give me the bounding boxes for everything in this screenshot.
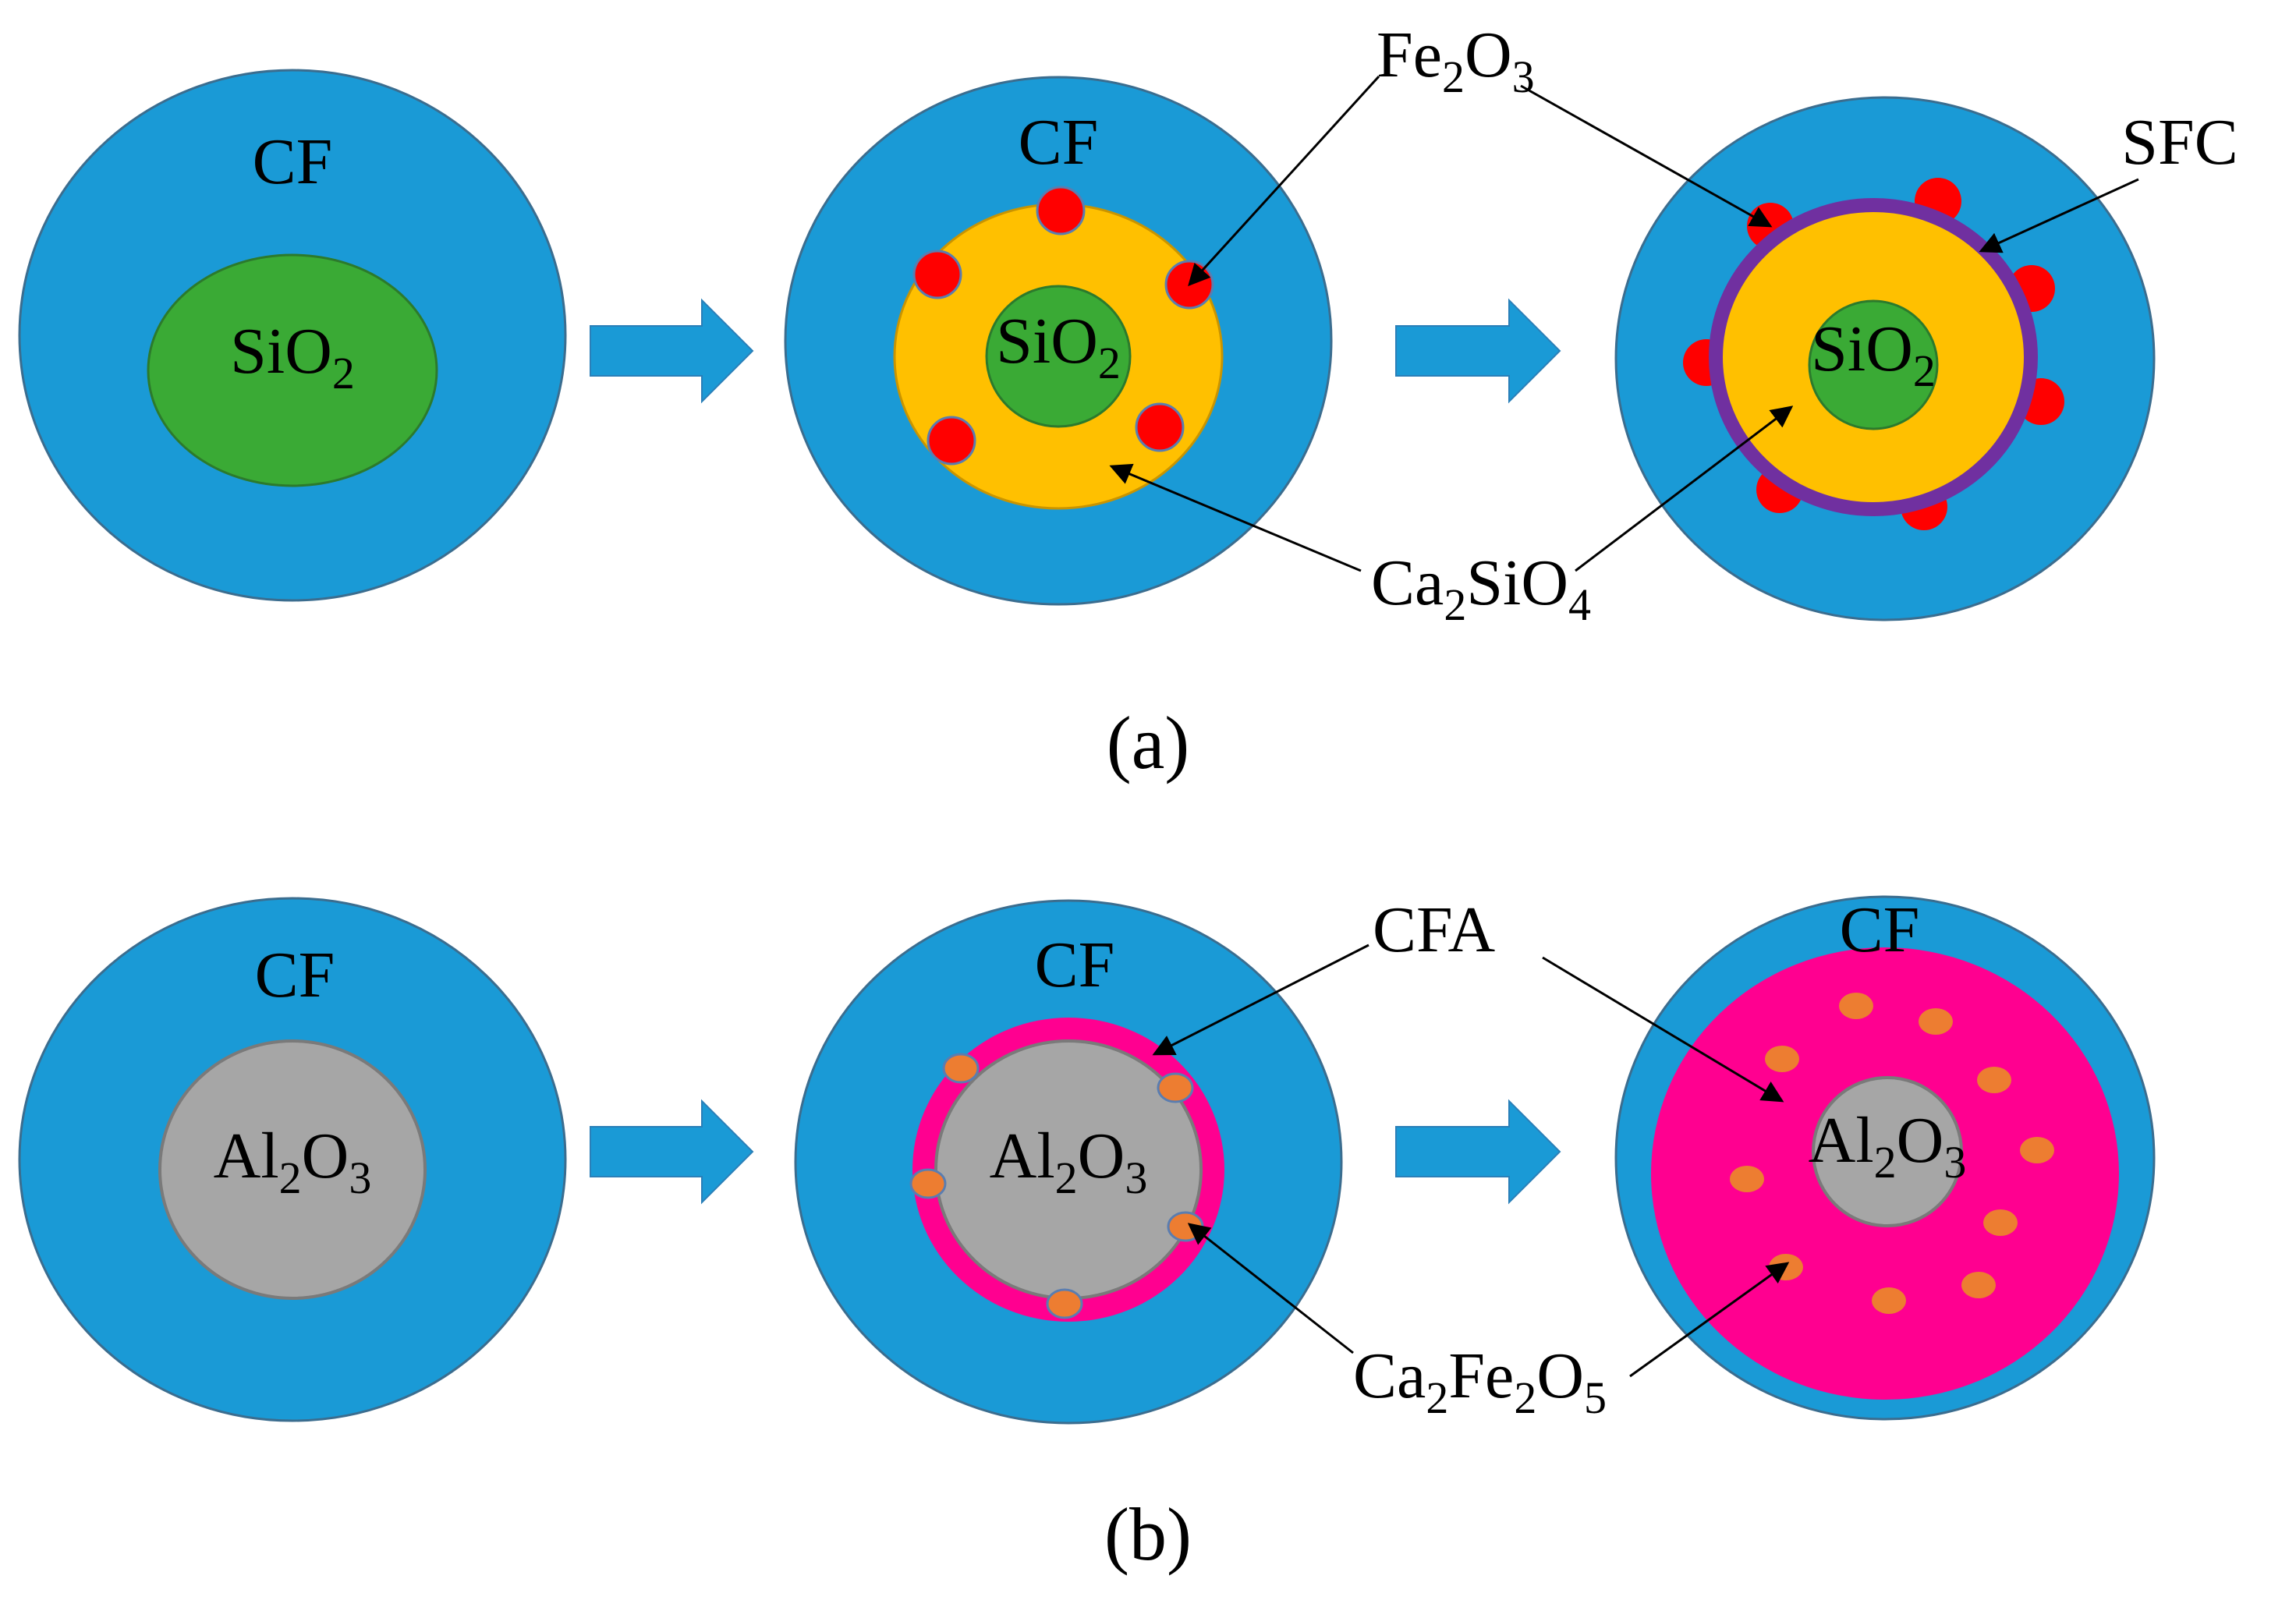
ca2sio4-leader bbox=[1109, 463, 1362, 572]
ca2fe2o5-particle bbox=[909, 1168, 947, 1199]
fe2o3-leader bbox=[1520, 84, 1773, 228]
sio2-core bbox=[147, 253, 438, 487]
al2o3-core bbox=[1812, 1076, 1963, 1227]
ca2fe2o5-particle bbox=[1961, 1272, 1996, 1298]
cfa-leader bbox=[1542, 956, 1784, 1103]
ca2fe2o5-particle bbox=[1839, 993, 1873, 1019]
process-arrow bbox=[590, 298, 754, 404]
sfc-layer bbox=[1709, 198, 2038, 516]
ca2fe2o5-particle bbox=[1919, 1008, 1953, 1035]
ca2fe2o5-particle bbox=[1977, 1067, 2011, 1093]
sio2-label: SiO2 bbox=[996, 305, 1121, 388]
cf-label: CF bbox=[253, 126, 333, 198]
cf-label: CF bbox=[1840, 894, 1920, 966]
al2o3-label: Al2O3 bbox=[990, 1120, 1148, 1203]
fe2o3-particle bbox=[1036, 186, 1086, 235]
ca2fe2o5-particle bbox=[1730, 1166, 1764, 1192]
panel-a: CF SiO2 CF SiO2 bbox=[18, 19, 2238, 784]
process-arrow bbox=[590, 1099, 754, 1205]
al2o3-label: Al2O3 bbox=[1809, 1104, 1967, 1188]
fe2o3-particle bbox=[927, 416, 976, 466]
sio2-core bbox=[985, 285, 1132, 428]
ca2sio4-leader bbox=[1575, 405, 1794, 572]
panel-b: CF Al2O3 CF Al2O3 bbox=[18, 894, 2156, 1576]
fe2o3-particle bbox=[912, 250, 962, 299]
particle-a3: SiO2 bbox=[1614, 96, 2156, 621]
ca2fe2o5-particles bbox=[1730, 993, 2054, 1314]
particle-a2: CF SiO2 bbox=[784, 76, 1333, 606]
ca2fe2o5-particle bbox=[1167, 1211, 1204, 1242]
particle-a1: CF SiO2 bbox=[18, 69, 567, 602]
process-arrow bbox=[1395, 298, 1561, 404]
particle-b1: CF Al2O3 bbox=[18, 897, 567, 1422]
ca2fe2o5-particle bbox=[1046, 1288, 1083, 1319]
fe2o3-particle bbox=[1135, 402, 1185, 452]
ca2fe2o5-particle bbox=[1765, 1046, 1799, 1072]
fe2o3-label: Fe2O3 bbox=[1377, 19, 1535, 102]
panel-caption: (b) bbox=[1104, 1492, 1192, 1576]
sfc-leader bbox=[1979, 178, 2139, 253]
process-arrow bbox=[1395, 1099, 1561, 1205]
cf-label: CF bbox=[1035, 929, 1115, 1001]
sio2-label: SiO2 bbox=[230, 315, 355, 398]
panel-caption: (a) bbox=[1107, 701, 1190, 784]
ca2fe2o5-particles bbox=[909, 1053, 1204, 1319]
fe2o3-particles bbox=[912, 186, 1214, 466]
ca2sio4-label: Ca2SiO4 bbox=[1371, 547, 1591, 630]
fe2o3-leader bbox=[1188, 75, 1380, 287]
cfa-leader bbox=[1152, 944, 1369, 1056]
sio2-label: SiO2 bbox=[1811, 313, 1936, 396]
ca2fe2o5-leader bbox=[1629, 1262, 1790, 1378]
ca2fe2o5-leader bbox=[1187, 1223, 1354, 1354]
ca2fe2o5-particle bbox=[1157, 1072, 1194, 1103]
ca2fe2o5-label: Ca2Fe2O5 bbox=[1353, 1340, 1607, 1423]
ca2fe2o5-particle bbox=[942, 1053, 980, 1084]
ca2fe2o5-particle bbox=[1983, 1209, 2018, 1236]
ca2fe2o5-particle bbox=[2020, 1137, 2054, 1163]
cf-label: CF bbox=[255, 939, 335, 1011]
sio2-core bbox=[1808, 299, 1939, 430]
particle-b2: CF Al2O3 bbox=[794, 899, 1343, 1425]
cfa-label: CFA bbox=[1373, 894, 1496, 966]
ca2fe2o5-particle bbox=[1769, 1254, 1803, 1280]
sfc-label: SFC bbox=[2121, 106, 2238, 179]
ca2fe2o5-particle bbox=[1872, 1287, 1906, 1314]
particle-b3: CF Al2O3 bbox=[1614, 894, 2156, 1421]
cf-label: CF bbox=[1019, 106, 1099, 179]
al2o3-label: Al2O3 bbox=[214, 1120, 372, 1203]
al2o3-core bbox=[158, 1039, 427, 1300]
